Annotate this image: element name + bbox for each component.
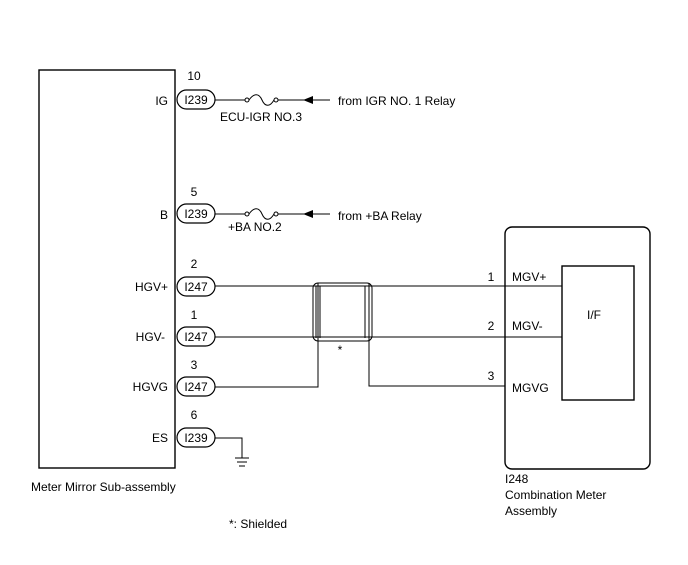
pin-number: 10 xyxy=(187,69,201,83)
terminal-label: MGVG xyxy=(512,381,549,395)
pin-number: 1 xyxy=(488,270,495,284)
fuse-terminal-dot xyxy=(273,97,279,103)
terminal-b: B 5 I239 xyxy=(160,185,216,224)
fuse-name: +BA NO.2 xyxy=(228,220,282,234)
if-label: I/F xyxy=(587,308,601,322)
connector-id: I239 xyxy=(184,93,208,107)
fuse-terminal-dot xyxy=(273,211,279,217)
right-component-name-line2: Assembly xyxy=(505,504,557,518)
arrow-icon xyxy=(303,96,313,104)
terminal-es: ES 6 I239 xyxy=(152,408,216,448)
wire-hgvg-shield xyxy=(215,283,319,388)
terminal-label: B xyxy=(160,208,168,222)
terminal-mgvg: 3 MGVG xyxy=(488,369,549,395)
pin-number: 3 xyxy=(488,369,495,383)
shield-note: *: Shielded xyxy=(229,517,287,531)
right-component-name: Combination Meter xyxy=(505,488,606,502)
fuse-name: ECU-IGR NO.3 xyxy=(220,110,302,124)
shield-mark: * xyxy=(338,343,343,357)
terminal-mgv-minus: 2 MGV- xyxy=(488,319,543,333)
fuse-icon xyxy=(248,94,275,106)
left-component-name: Meter Mirror Sub-assembly xyxy=(31,480,176,494)
terminal-label: MGV+ xyxy=(512,270,546,284)
terminal-label: IG xyxy=(155,94,168,108)
wire-shield-mgvg xyxy=(368,283,505,387)
terminal-label: HGVG xyxy=(133,380,168,394)
power-source: from +BA Relay xyxy=(338,209,422,223)
pin-number: 2 xyxy=(488,319,495,333)
connector-id: I239 xyxy=(184,207,208,221)
meter-mirror-box xyxy=(38,69,176,469)
pin-number: 5 xyxy=(191,185,198,199)
ground-icon xyxy=(215,437,249,467)
fuse-terminal-dot xyxy=(244,211,250,217)
terminal-label: ES xyxy=(152,431,168,445)
fuse-terminal-dot xyxy=(244,97,250,103)
shield-outline xyxy=(312,282,373,342)
terminal-hgvg: HGVG 3 I247 xyxy=(133,358,216,397)
connector-id: I239 xyxy=(184,431,208,445)
terminal-label: HGV- xyxy=(136,330,165,344)
terminal-label: HGV+ xyxy=(135,280,168,294)
ig-power-line: ECU-IGR NO.3 from IGR NO. 1 Relay xyxy=(215,94,455,124)
fuse-icon xyxy=(248,208,275,220)
pin-number: 6 xyxy=(191,408,198,422)
terminal-hgv-minus: HGV- 1 I247 xyxy=(136,308,216,347)
connector-id: I247 xyxy=(184,280,208,294)
shield-bundle: * xyxy=(312,282,373,357)
pin-number: 2 xyxy=(191,257,198,271)
terminal-label: MGV- xyxy=(512,319,543,333)
connector-id: I247 xyxy=(184,330,208,344)
arrow-icon xyxy=(303,210,313,218)
power-source: from IGR NO. 1 Relay xyxy=(338,94,455,108)
right-connector-id: I248 xyxy=(505,472,529,486)
b-power-line: +BA NO.2 from +BA Relay xyxy=(215,208,422,234)
pin-number: 3 xyxy=(191,358,198,372)
terminal-mgv-plus: 1 MGV+ xyxy=(488,270,547,284)
connector-id: I247 xyxy=(184,380,208,394)
if-block xyxy=(561,265,635,401)
pin-number: 1 xyxy=(191,308,198,322)
